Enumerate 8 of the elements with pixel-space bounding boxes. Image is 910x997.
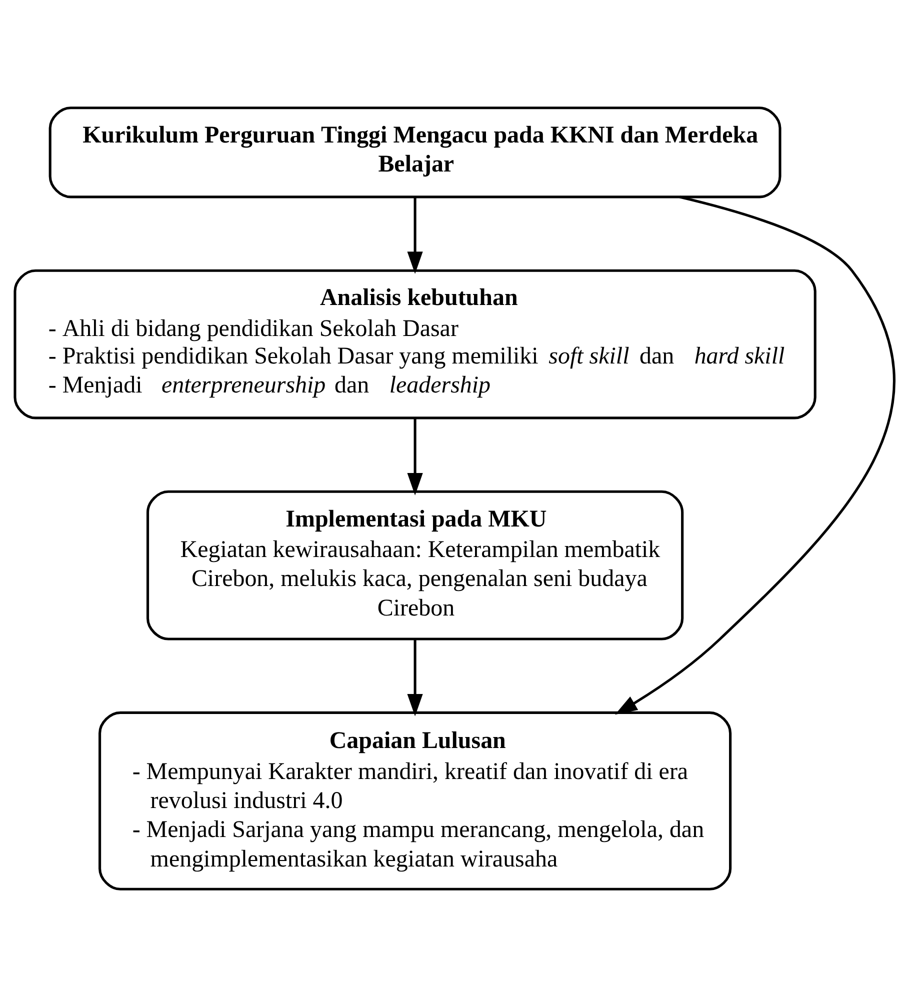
node-box: Capaian Lulusan - Mempunyai Karakter mandiri, kreatif dan inovatif di era revolusi industri 4.0 - Menjadi Sarjana yang mampu merancang, mengelola, dan mengimplementasikan kegiatan wirausaha	[98, 711, 732, 890]
arrow	[407, 418, 423, 496]
arrow	[407, 639, 423, 716]
arrow	[614, 196, 895, 715]
node-box: Analisis kebutuhan - Ahli di bidang pendidikan Sekolah Dasar - Praktisi pendidikan Sekolah Dasar yang memiliki soft skill dan hard skill - Menjadi enterpreneurship dan leadership	[14, 269, 816, 420]
node-box: Kurikulum Perguruan Tinggi Mengacu pada KKNI dan Merdeka Belajar	[48, 106, 782, 198]
node-box: Implementasi pada MKU Kegiatan kewirausahaan: Keterampilan membatik Cirebon, melukis kaca, pengenalan seni budaya Cirebon	[146, 490, 684, 640]
arrow	[407, 197, 423, 274]
